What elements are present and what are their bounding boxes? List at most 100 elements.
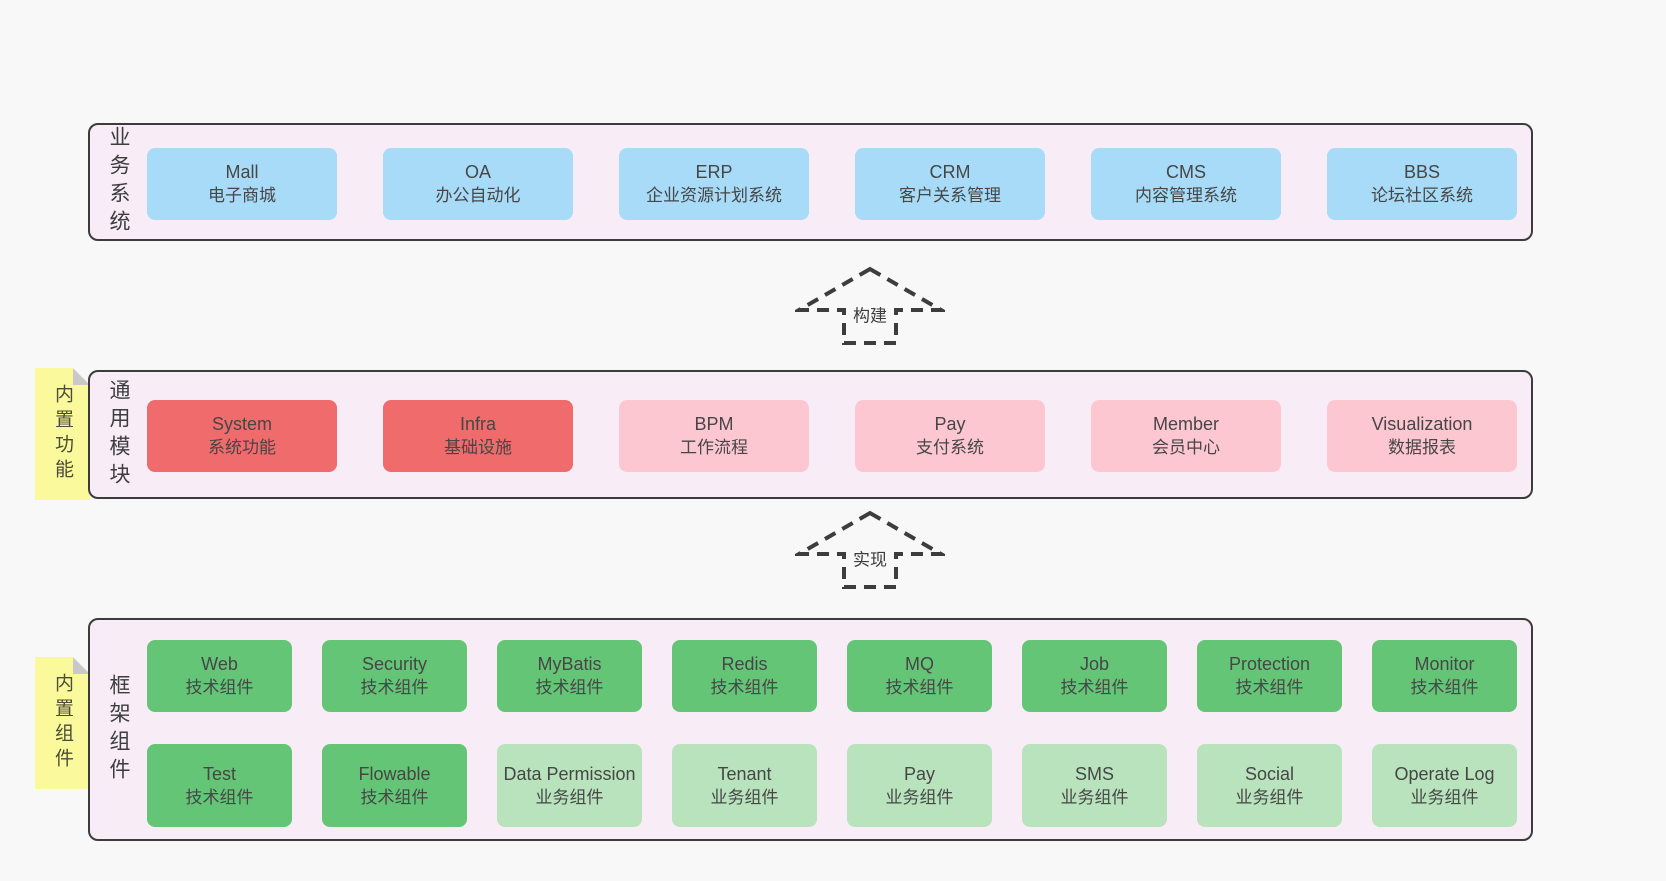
box-pay-module: Pay 支付系统 <box>855 400 1045 472</box>
box-mq: MQ 技术组件 <box>847 640 992 712</box>
box-operate-log: Operate Log 业务组件 <box>1372 744 1517 827</box>
box-subtitle: 业务组件 <box>1410 787 1479 807</box>
box-subtitle: 支付系统 <box>916 438 984 457</box>
up-block-arrow-icon <box>795 510 945 589</box>
box-subtitle: 客户关系管理 <box>899 186 1001 205</box>
box-subtitle: 会员中心 <box>1152 438 1220 457</box>
box-pay-component: Pay 业务组件 <box>847 744 992 827</box>
box-title: Monitor <box>1414 654 1475 674</box>
up-block-arrow-icon <box>795 266 945 345</box>
box-title: Web <box>201 654 238 674</box>
box-title: BBS <box>1403 162 1441 182</box>
note-label: 内置组件 <box>52 673 73 773</box>
box-redis: Redis 技术组件 <box>672 640 817 712</box>
box-subtitle: 业务组件 <box>710 787 779 807</box>
box-subtitle: 技术组件 <box>535 678 604 697</box>
box-title: Pay <box>903 763 936 784</box>
box-subtitle: 技术组件 <box>710 678 779 697</box>
box-title: Pay <box>934 414 966 434</box>
box-title: Infra <box>459 414 497 434</box>
note-label: 内置功能 <box>52 384 73 484</box>
box-title: Security <box>361 654 428 674</box>
layer-label: 业务系统 <box>107 126 130 238</box>
box-infra: Infra 基础设施 <box>383 400 573 472</box>
box-subtitle: 技术组件 <box>1235 678 1304 697</box>
box-test: Test 技术组件 <box>147 744 292 827</box>
box-subtitle: 电子商城 <box>208 186 276 205</box>
arrow-implement: 实现 <box>795 510 945 590</box>
box-member: Member 会员中心 <box>1091 400 1281 472</box>
box-title: System <box>211 414 272 434</box>
box-subtitle: 工作流程 <box>680 438 748 457</box>
box-subtitle: 技术组件 <box>885 678 954 697</box>
box-title: Test <box>202 763 236 784</box>
box-subtitle: 技术组件 <box>1410 678 1479 697</box>
box-subtitle: 业务组件 <box>1060 787 1129 807</box>
layer-framework-components: 框架组件 Web 技术组件 Security 技术组件 MyBatis 技术组件… <box>88 618 1533 841</box>
layer-common-modules: 通用模块 System 系统功能 Infra 基础设施 BPM 工作流程 Pay… <box>88 370 1533 499</box>
sticky-note-builtin-components: 内置组件 <box>35 657 90 789</box>
arrow-label: 实现 <box>851 544 889 572</box>
box-title: Social <box>1244 763 1295 784</box>
box-title: Mall <box>225 162 259 182</box>
box-title: Redis <box>721 654 768 674</box>
box-title: CMS <box>1166 162 1206 182</box>
box-subtitle: 系统功能 <box>208 438 276 457</box>
box-subtitle: 技术组件 <box>360 678 429 697</box>
box-mall: Mall 电子商城 <box>147 148 337 220</box>
box-subtitle: 内容管理系统 <box>1135 186 1237 205</box>
box-title: Operate Log <box>1394 763 1495 784</box>
box-web: Web 技术组件 <box>147 640 292 712</box>
box-security: Security 技术组件 <box>322 640 467 712</box>
box-title: Job <box>1079 654 1110 674</box>
box-title: BPM <box>694 414 734 434</box>
box-subtitle: 业务组件 <box>885 787 954 807</box>
arrow-build: 构建 <box>795 266 945 346</box>
box-flowable: Flowable 技术组件 <box>322 744 467 827</box>
box-system: System 系统功能 <box>147 400 337 472</box>
box-bpm: BPM 工作流程 <box>619 400 809 472</box>
box-subtitle: 办公自动化 <box>435 186 521 205</box>
box-title: OA <box>464 162 491 182</box>
box-mybatis: MyBatis 技术组件 <box>497 640 642 712</box>
box-title: Member <box>1152 414 1219 434</box>
box-subtitle: 技术组件 <box>185 787 254 807</box>
box-title: Data Permission <box>503 763 636 784</box>
box-cms: CMS 内容管理系统 <box>1091 148 1281 220</box>
box-title: ERP <box>695 162 733 182</box>
box-title: CRM <box>929 162 971 182</box>
sticky-note-builtin-features: 内置功能 <box>35 368 90 500</box>
layer-label: 框架组件 <box>107 673 130 786</box>
box-title: Visualization <box>1371 414 1473 434</box>
box-crm: CRM 客户关系管理 <box>855 148 1045 220</box>
box-title: Protection <box>1228 654 1311 674</box>
box-subtitle: 企业资源计划系统 <box>646 186 782 205</box>
box-visualization: Visualization 数据报表 <box>1327 400 1517 472</box>
box-monitor: Monitor 技术组件 <box>1372 640 1517 712</box>
arrow-label: 构建 <box>851 300 889 328</box>
box-subtitle: 论坛社区系统 <box>1371 186 1473 205</box>
box-title: Tenant <box>717 763 772 784</box>
box-subtitle: 基础设施 <box>444 438 512 457</box>
box-sms: SMS 业务组件 <box>1022 744 1167 827</box>
layer-business-systems: 业务系统 Mall 电子商城 OA 办公自动化 ERP 企业资源计划系统 CRM… <box>88 123 1533 241</box>
box-tenant: Tenant 业务组件 <box>672 744 817 827</box>
box-subtitle: 业务组件 <box>1235 787 1304 807</box>
box-title: MQ <box>905 654 934 674</box>
box-oa: OA 办公自动化 <box>383 148 573 220</box>
box-subtitle: 技术组件 <box>185 678 254 697</box>
box-subtitle: 数据报表 <box>1388 438 1456 457</box>
box-title: MyBatis <box>537 654 602 674</box>
box-subtitle: 技术组件 <box>360 787 429 807</box>
box-erp: ERP 企业资源计划系统 <box>619 148 809 220</box>
box-bbs: BBS 论坛社区系统 <box>1327 148 1517 220</box>
layer-label: 通用模块 <box>107 378 130 491</box>
box-social: Social 业务组件 <box>1197 744 1342 827</box>
box-protection: Protection 技术组件 <box>1197 640 1342 712</box>
box-title: Flowable <box>358 763 431 784</box>
box-job: Job 技术组件 <box>1022 640 1167 712</box>
box-subtitle: 业务组件 <box>535 787 604 807</box>
box-title: SMS <box>1074 763 1114 784</box>
box-data-permission: Data Permission 业务组件 <box>497 744 642 827</box>
box-subtitle: 技术组件 <box>1060 678 1129 697</box>
